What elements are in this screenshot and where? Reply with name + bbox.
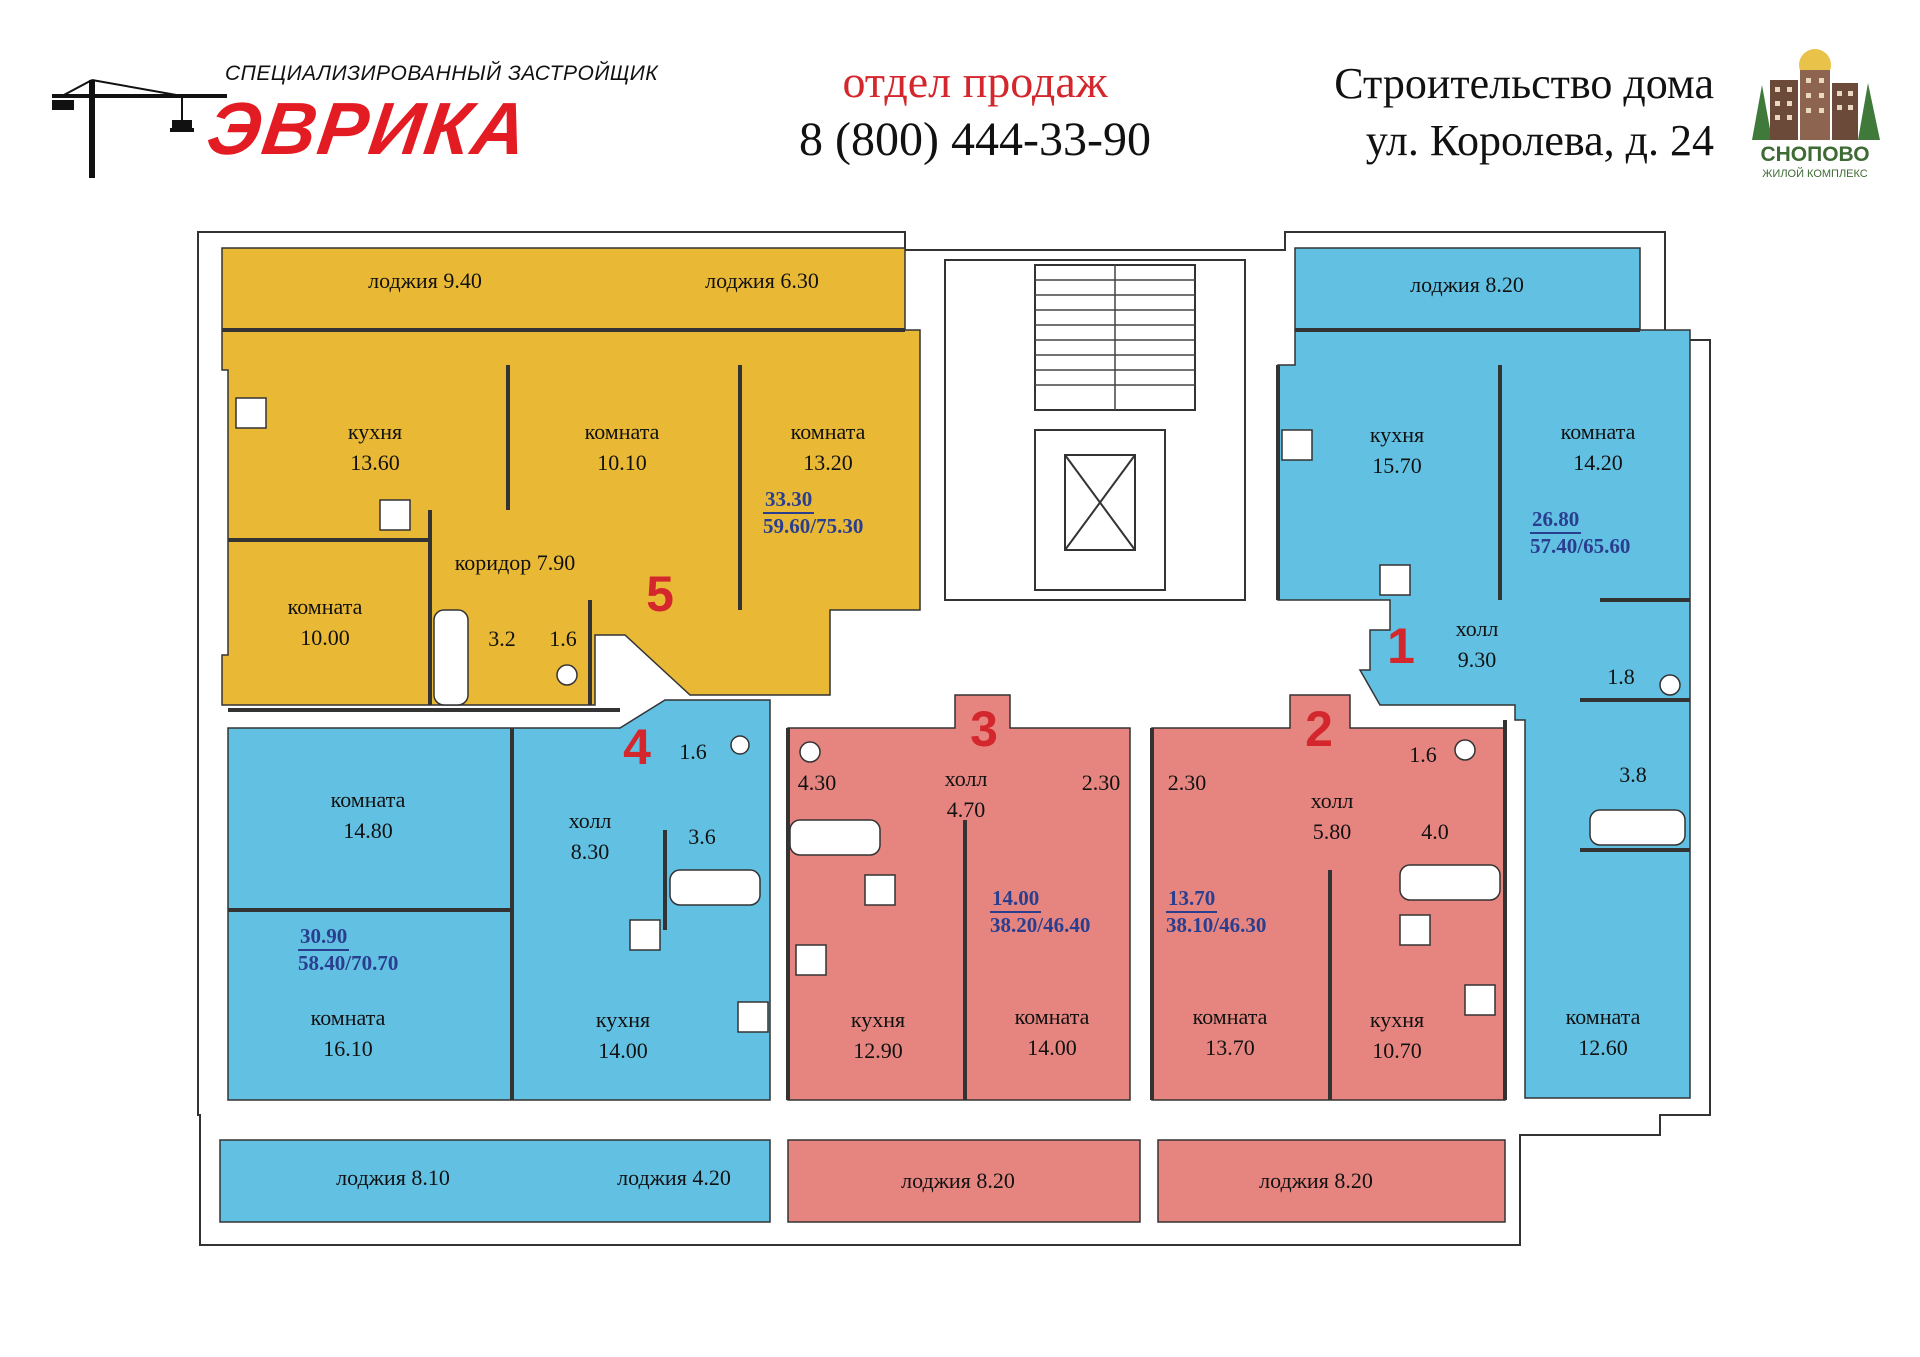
construction-title: Строительство дома xyxy=(1334,59,1714,108)
complex-name: СНОПОВО xyxy=(1760,143,1870,166)
toilet-icon xyxy=(556,664,1681,763)
developer-subtitle: СПЕЦИАЛИЗИРОВАННЫЙ ЗАСТРОЙЩИК xyxy=(225,62,659,85)
room-label-a2-loggia: лоджия 8.20 xyxy=(1259,1168,1373,1193)
room-label-a1-wc: 1.8 xyxy=(1607,664,1635,689)
apartment-4-number: 4 xyxy=(623,719,651,775)
apartment-5-fill xyxy=(221,247,921,706)
stair-core xyxy=(944,259,1246,601)
internal-walls xyxy=(222,328,1690,1100)
sales-phone[interactable]: 8 (800) 444-33-90 xyxy=(799,113,1151,166)
room-label-a5-loggia2: лоджия 6.30 xyxy=(705,268,819,293)
room-label-a1-loggia: лоджия 8.20 xyxy=(1410,272,1524,297)
apartment-5-number: 5 xyxy=(646,566,674,622)
bathtub-icon xyxy=(433,609,1686,906)
room-label-a3-closet: 2.30 xyxy=(1081,770,1121,795)
room-label-a3-bath: 4.30 xyxy=(797,770,837,795)
complex-logo-icon xyxy=(1752,49,1880,140)
room-label-a2-bath: 4.0 xyxy=(1421,819,1449,844)
apartment-2-number: 2 xyxy=(1305,701,1333,757)
apartment-4[interactable] xyxy=(219,699,771,1223)
room-label-a5-wc: 1.6 xyxy=(549,626,577,651)
room-label-a4-bath: 3.6 xyxy=(688,824,716,849)
apartment-3-number: 3 xyxy=(970,701,998,757)
room-label-a4-loggia2: лоджия 4.20 xyxy=(617,1165,731,1190)
room-label-a1-bath: 3.8 xyxy=(1619,762,1647,787)
apartment-3-fill xyxy=(787,694,1131,1101)
complex-subtitle: ЖИЛОЙ КОМПЛЕКС xyxy=(1762,168,1868,180)
apartment-4-loggia-fill xyxy=(219,1139,771,1223)
apartment-1-number: 1 xyxy=(1387,618,1415,674)
apartment-3[interactable] xyxy=(787,694,1141,1223)
room-label-a5-corridor: коридор 7.90 xyxy=(454,550,576,575)
room-label-a5-bath: 3.2 xyxy=(488,626,516,651)
apartment-5[interactable] xyxy=(221,247,921,706)
construction-address: ул. Королева, д. 24 xyxy=(1365,116,1714,165)
crane-logo-icon xyxy=(52,79,227,178)
sales-label: отдел продаж xyxy=(842,56,1108,107)
room-label-a3-loggia: лоджия 8.20 xyxy=(901,1168,1015,1193)
apartment-4-fill xyxy=(227,699,771,1101)
sink-icon xyxy=(379,499,1431,951)
room-label-a4-loggia1: лоджия 8.10 xyxy=(336,1165,450,1190)
apartment-3-loggia-fill xyxy=(787,1139,1141,1223)
room-label-a5-loggia1: лоджия 9.40 xyxy=(368,268,482,293)
room-label-a2-wc: 1.6 xyxy=(1409,742,1437,767)
stove-icon xyxy=(235,397,1496,1033)
room-label-a2-closet: 2.30 xyxy=(1167,770,1207,795)
room-label-a4-wc: 1.6 xyxy=(679,739,707,764)
apartment-2-loggia-fill xyxy=(1157,1139,1506,1223)
